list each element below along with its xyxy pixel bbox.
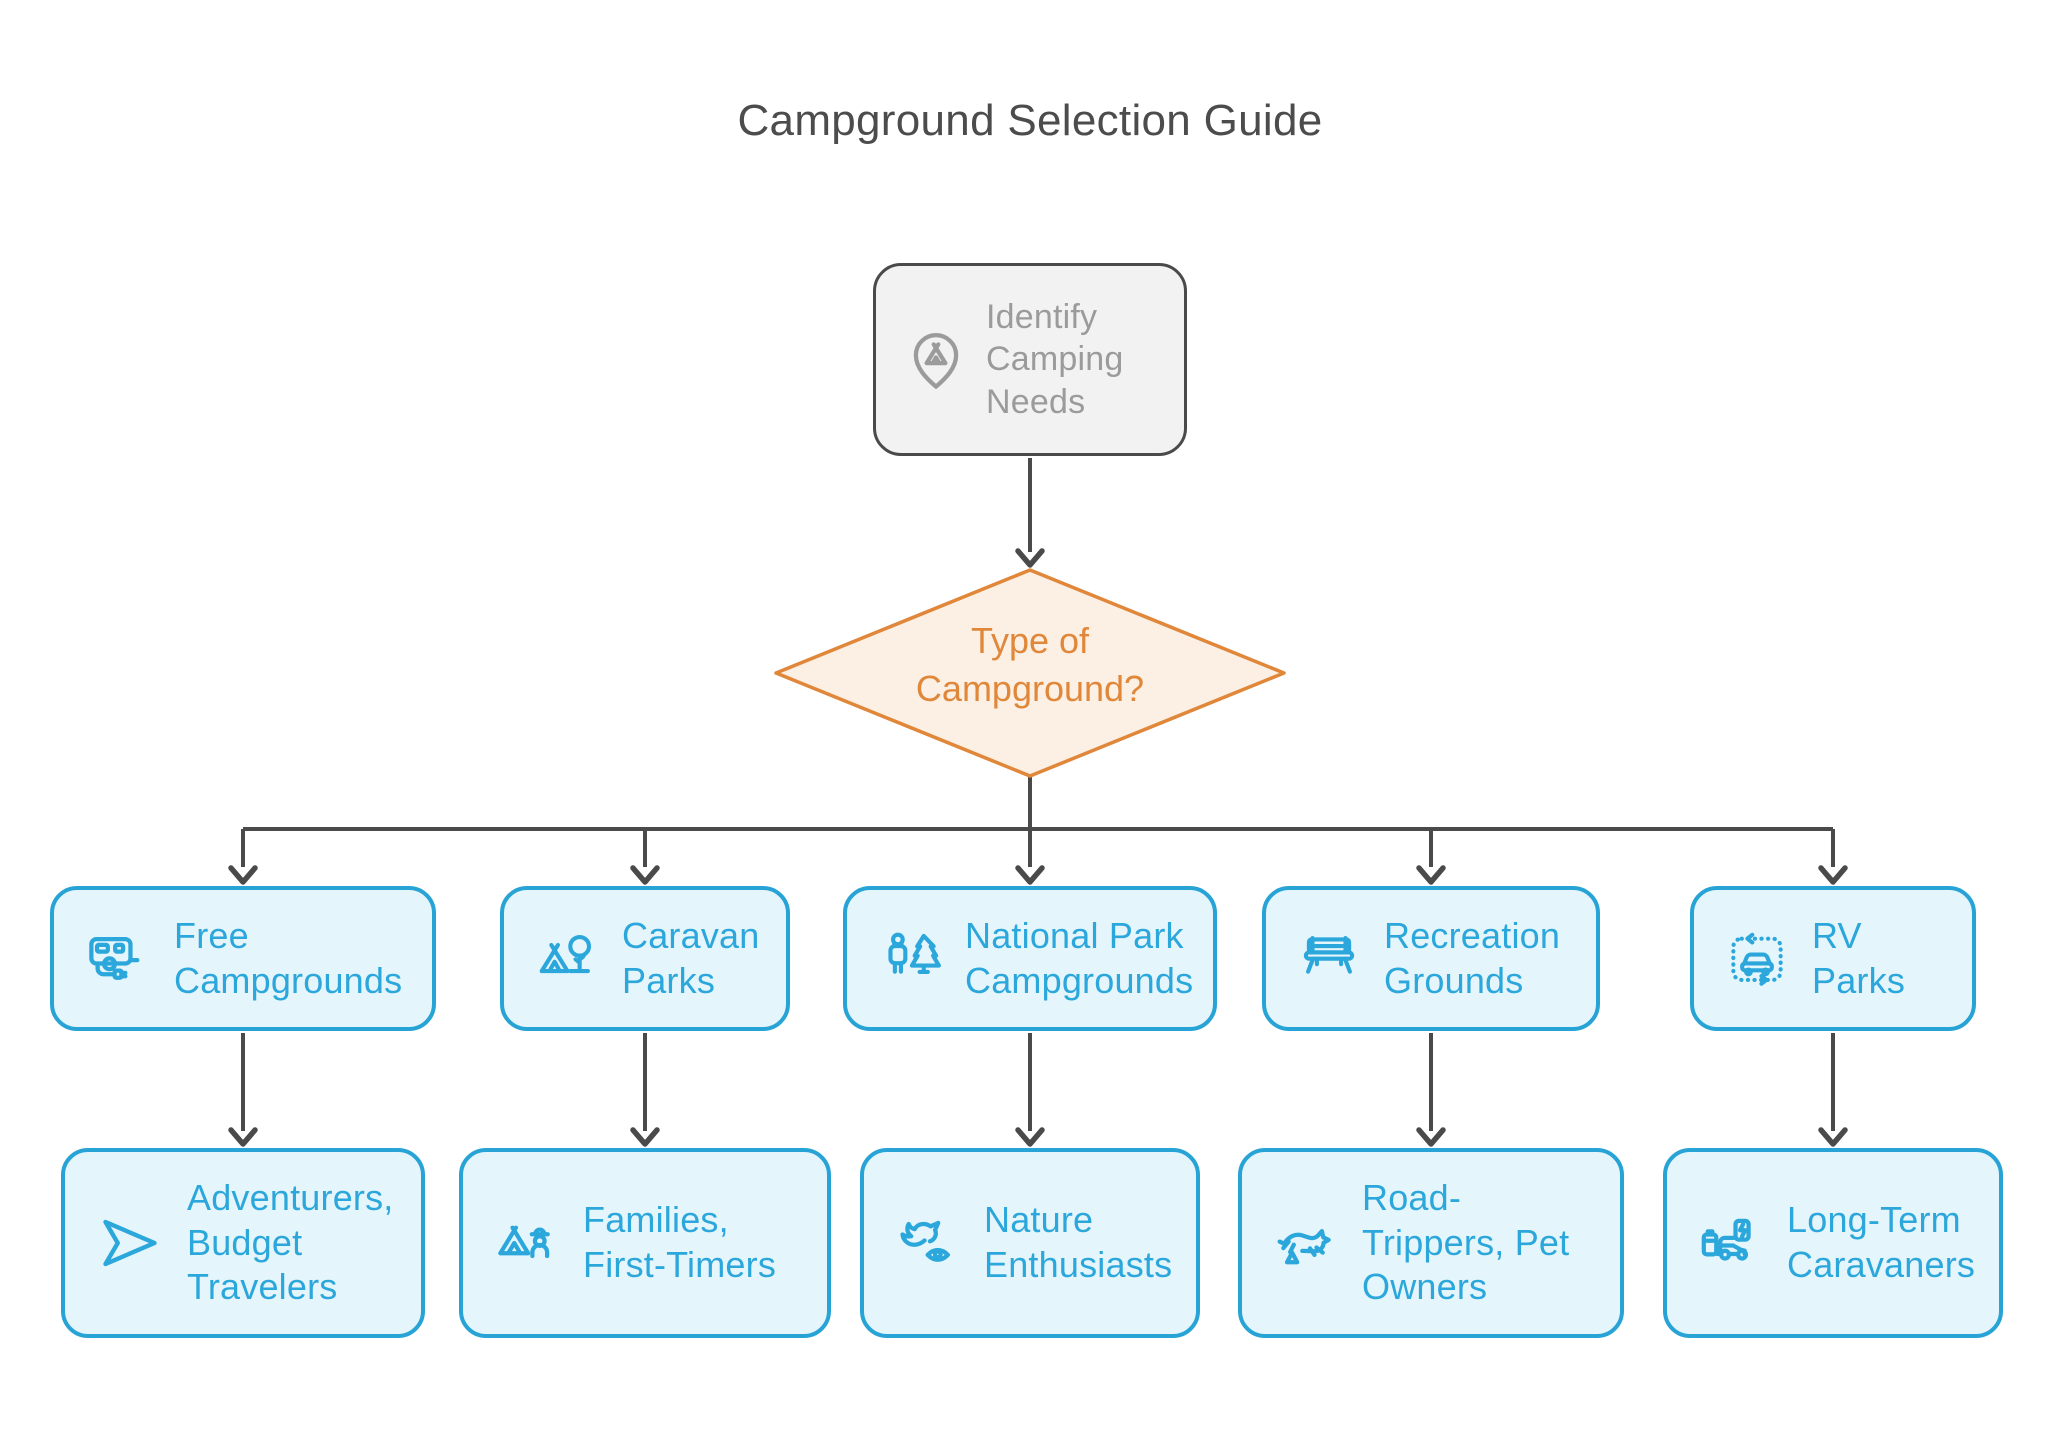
node-families-first-timers: Families, First-Timers bbox=[459, 1148, 831, 1338]
node-label: Long-Term Caravaners bbox=[1787, 1199, 1976, 1285]
node-label: National Park Campgrounds bbox=[965, 914, 1194, 1001]
node-label: RV Parks bbox=[1812, 914, 1906, 1001]
decision-diamond-shape bbox=[774, 568, 1286, 778]
node-label: Caravan Parks bbox=[622, 914, 760, 1001]
node-rv-parks: RV Parks bbox=[1690, 886, 1976, 1031]
node-label: Recreation Grounds bbox=[1384, 914, 1561, 1001]
decision-label: Type of Campground? bbox=[915, 620, 1145, 709]
bird-watching-icon bbox=[894, 1209, 962, 1277]
node-label: Adventurers, Budget Travelers bbox=[187, 1177, 394, 1308]
node-national-park-campgrounds: National Park Campgrounds bbox=[843, 886, 1217, 1031]
node-nature-enthusiasts: Nature Enthusiasts bbox=[860, 1148, 1200, 1338]
hiker-and-pine-icon bbox=[877, 926, 943, 992]
paper-plane-icon bbox=[95, 1208, 165, 1278]
tent-and-tree-icon bbox=[534, 926, 600, 992]
node-caravan-parks: Caravan Parks bbox=[500, 886, 790, 1031]
caravan-power-hookup-icon bbox=[84, 925, 152, 993]
jumping-dog-icon bbox=[1272, 1209, 1340, 1277]
node-recreation-grounds: Recreation Grounds bbox=[1262, 886, 1600, 1031]
tent-and-camper-icon bbox=[493, 1209, 561, 1277]
node-free-campgrounds: Free Campgrounds bbox=[50, 886, 436, 1031]
node-identify-camping-needs: Identify Camping Needs bbox=[873, 263, 1187, 456]
node-adventurers-budget-travelers: Adventurers, Budget Travelers bbox=[61, 1148, 425, 1338]
node-label: Free Campgrounds bbox=[174, 914, 403, 1001]
park-bench-icon bbox=[1296, 926, 1362, 992]
electric-caravan-icon bbox=[1697, 1209, 1765, 1277]
page-title: Campground Selection Guide bbox=[737, 96, 1323, 145]
node-label: Families, First-Timers bbox=[583, 1199, 777, 1285]
car-parking-zone-icon bbox=[1724, 926, 1790, 992]
node-long-term-caravaners: Long-Term Caravaners bbox=[1663, 1148, 2003, 1338]
node-label: Identify Camping Needs bbox=[986, 298, 1124, 421]
tent-location-pin-icon bbox=[902, 326, 970, 394]
node-road-trippers-pet-owners: Road-Trippers, Pet Owners bbox=[1238, 1148, 1624, 1338]
node-label: Road-Trippers, Pet Owners bbox=[1362, 1177, 1570, 1308]
node-label: Nature Enthusiasts bbox=[984, 1199, 1173, 1285]
